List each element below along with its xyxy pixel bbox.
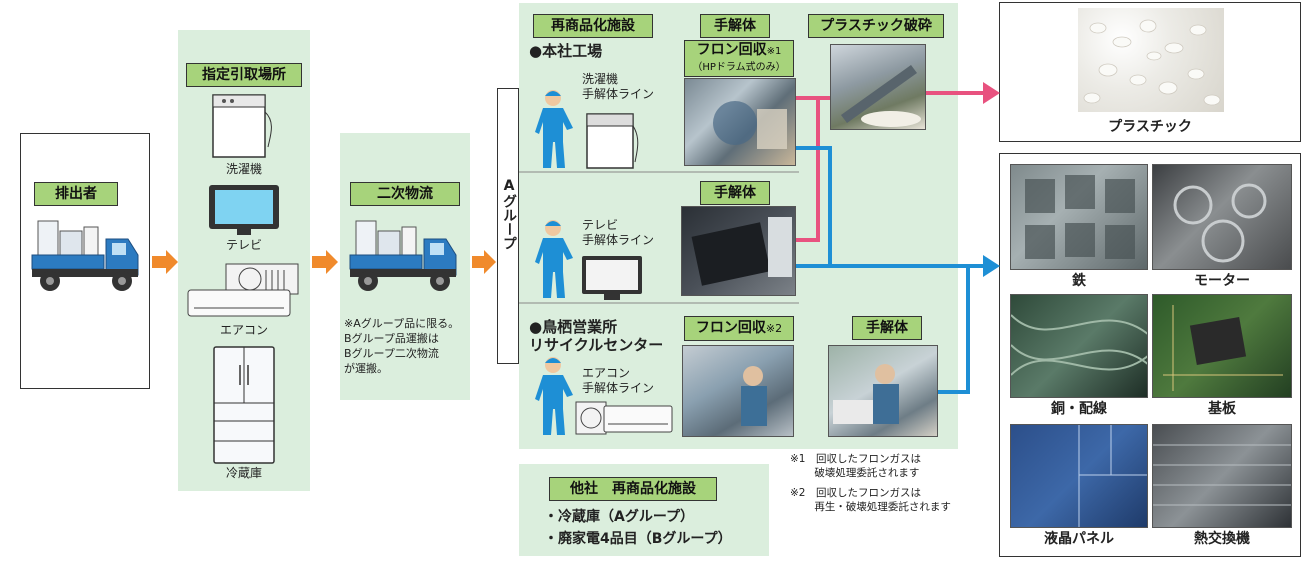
collection-item-tv: テレビ <box>225 238 262 252</box>
output-material-iron: 鉄 <box>1072 273 1086 289</box>
output-plastic-label: プラスチック <box>1108 119 1192 135</box>
head-office-label: ●本社工場 <box>529 42 603 60</box>
facility-tag: 再商品化施設 <box>533 14 653 38</box>
aircon-icon <box>187 263 299 317</box>
note-1: ※1 回収したフロンガスは 破壊処理委託されます <box>790 453 921 479</box>
tv-set-icon <box>582 256 642 300</box>
photo-iron <box>1010 164 1148 270</box>
tv-icon <box>209 185 279 235</box>
photo-freon-recovery <box>682 345 794 437</box>
worker-icon-2 <box>535 220 573 298</box>
photo-circuit-board <box>1152 294 1292 398</box>
worker-icon-1 <box>535 90 573 168</box>
photo-tv-disassembly <box>681 206 796 296</box>
freon-tag-2-mark: ※2 <box>765 322 783 335</box>
washer-line-label: 洗濯機 手解体ライン <box>582 72 655 101</box>
collection-tag: 指定引取場所 <box>186 63 302 87</box>
manual-tag-2: 手解体 <box>700 181 770 205</box>
photo-plastic-output <box>1078 8 1224 112</box>
secondary-note: ※Aグループ品に限る。 Bグループ品運搬は Bグループ二次物流 が運搬。 <box>344 317 460 375</box>
photo-copper-wire <box>1010 294 1148 398</box>
manual-tag-3: 手解体 <box>852 316 922 340</box>
plastic-crush-tag: プラスチック破砕 <box>808 14 944 38</box>
photo-lcd-panel <box>1010 424 1148 528</box>
freon-tag-1: フロン回収※1 （HPドラム式のみ） <box>684 40 794 77</box>
a-group-panel <box>497 88 519 364</box>
washer-machine-icon <box>586 113 639 169</box>
orange-arrow-1 <box>152 250 178 274</box>
blue-arrowhead <box>983 255 1000 277</box>
tv-line-label: テレビ 手解体ライン <box>582 218 655 247</box>
photo-plastic-crushing <box>830 44 926 130</box>
aircon-unit-icon <box>575 401 673 435</box>
freon-tag-2: フロン回収※2 <box>684 316 794 341</box>
freon-tag-1-sub: （HPドラム式のみ） <box>692 62 786 73</box>
truck-icon-2 <box>349 220 457 291</box>
orange-arrow-3 <box>472 250 496 274</box>
fridge-icon <box>213 346 275 464</box>
truck-icon <box>31 220 139 291</box>
photo-washer-disassembly <box>684 78 796 166</box>
collection-item-washer: 洗濯機 <box>225 162 262 176</box>
photo-aircon-disassembly <box>828 345 938 437</box>
output-material-heat-exchanger: 熱交換機 <box>1194 531 1250 547</box>
photo-heat-exchanger <box>1152 424 1292 528</box>
other-item-2: ・廃家電4品目（Bグループ） <box>544 531 732 547</box>
tosu-label: ●鳥栖営業所 リサイクルセンター <box>529 318 664 354</box>
photo-motor <box>1152 164 1292 270</box>
pink-lines <box>795 91 985 242</box>
secondary-tag: 二次物流 <box>350 182 460 206</box>
output-material-lcd: 液晶パネル <box>1044 531 1114 547</box>
manual-tag-1: 手解体 <box>700 14 770 38</box>
other-item-1: ・冷蔵庫（Aグループ） <box>544 509 694 525</box>
other-facility-tag: 他社 再商品化施設 <box>549 477 717 501</box>
orange-arrows <box>152 250 496 274</box>
note-2: ※2 回収したフロンガスは 再生・破壊処理委託されます <box>790 487 951 513</box>
freon-tag-1-mark: ※1 <box>766 46 782 57</box>
collection-item-fridge: 冷蔵庫 <box>225 466 262 480</box>
output-material-motor: モーター <box>1194 273 1250 289</box>
worker-icon-3 <box>535 357 573 435</box>
output-material-copper: 銅・配線 <box>1051 401 1107 417</box>
output-material-board: 基板 <box>1208 401 1236 417</box>
freon-tag-1-label: フロン回収 <box>696 42 767 58</box>
a-group-label: Aグループ <box>501 178 517 250</box>
ac-line-label: エアコン 手解体ライン <box>582 366 655 395</box>
freon-tag-2-label: フロン回収 <box>695 320 766 336</box>
washer-icon <box>212 94 272 158</box>
discharger-tag: 排出者 <box>34 182 118 206</box>
collection-item-aircon: エアコン <box>219 323 268 337</box>
pink-arrowhead <box>983 82 1000 104</box>
orange-arrow-2 <box>312 250 338 274</box>
